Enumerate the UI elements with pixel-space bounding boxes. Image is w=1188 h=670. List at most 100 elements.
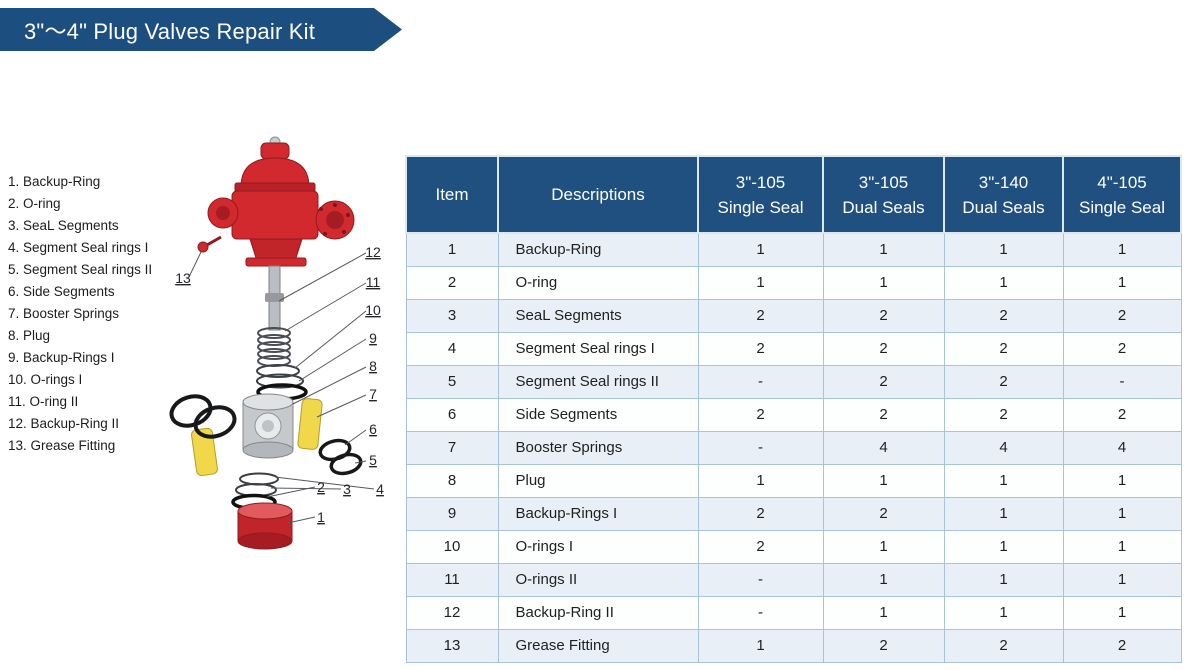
callout-5: 5 (369, 452, 377, 468)
parts-list-item: 3. SeaL Segments (8, 218, 119, 233)
quantity-cell: 1 (822, 463, 945, 498)
item-number-cell: 5 (405, 364, 499, 399)
booster-spring (257, 327, 291, 367)
callout-7: 7 (369, 386, 377, 402)
quantity-cell: 2 (697, 529, 824, 564)
quantity-cell: 2 (943, 397, 1064, 432)
callout-11: 11 (366, 274, 381, 290)
quantity-cell: 1 (1062, 232, 1182, 267)
column-header-2: Descriptions (497, 155, 699, 234)
callout-4: 4 (376, 481, 384, 497)
quantity-cell: 1 (1062, 529, 1182, 564)
quantity-cell: 1 (822, 595, 945, 630)
item-number-cell: 2 (405, 265, 499, 300)
parts-list-item: 11. O-ring II (8, 394, 79, 409)
parts-list-item: 13. Grease Fitting (8, 438, 116, 453)
quantity-cell: 1 (697, 265, 824, 300)
quantity-cell: 1 (1062, 463, 1182, 498)
description-cell: Plug (497, 463, 699, 498)
quantity-cell: 2 (1062, 298, 1182, 333)
quantity-cell: 2 (697, 331, 824, 366)
callout-13: 13 (175, 270, 191, 286)
parts-list-item: 12. Backup-Ring II (8, 416, 120, 431)
item-number-cell: 3 (405, 298, 499, 333)
description-cell: Backup-Rings I (497, 496, 699, 531)
callout-8: 8 (369, 358, 377, 374)
description-cell: Grease Fitting (497, 628, 699, 663)
callout-3: 3 (343, 481, 351, 497)
callout-10: 10 (365, 302, 381, 318)
parts-list-item: 6. Side Segments (8, 284, 115, 299)
side-segment-left (191, 427, 218, 477)
quantity-cell: 1 (822, 232, 945, 267)
quantity-cell: 1 (943, 595, 1064, 630)
o-rings-right (318, 438, 363, 476)
item-number-cell: 7 (405, 430, 499, 465)
parts-list-item: 7. Booster Springs (8, 306, 120, 321)
quantity-cell: 2 (822, 628, 945, 663)
parts-list-item: 8. Plug (8, 328, 51, 343)
quantity-cell: 2 (1062, 397, 1182, 432)
column-header-1: Item (405, 155, 499, 234)
parts-list-item: 1. Backup-Ring (8, 174, 101, 189)
description-cell: SeaL Segments (497, 298, 699, 333)
quantity-cell: 2 (822, 364, 945, 399)
lower-seal-rings (231, 472, 279, 511)
quantity-cell: 2 (943, 628, 1064, 663)
quantity-cell: - (1062, 364, 1182, 399)
quantity-cell: 1 (943, 496, 1064, 531)
quantity-cell: 1 (1062, 562, 1182, 597)
quantity-cell: 1 (943, 529, 1064, 564)
item-number-cell: 1 (405, 232, 499, 267)
quantity-cell: 2 (943, 331, 1064, 366)
description-cell: O-rings II (497, 562, 699, 597)
description-cell: Side Segments (497, 397, 699, 432)
description-cell: O-ring (497, 265, 699, 300)
item-number-cell: 12 (405, 595, 499, 630)
parts-list-item: 4. Segment Seal rings I (8, 240, 149, 255)
quantity-cell: 1 (697, 232, 824, 267)
callout-2: 2 (317, 479, 325, 495)
quantity-cell: 2 (822, 298, 945, 333)
description-cell: Backup-Ring II (497, 595, 699, 630)
callout-6: 6 (369, 421, 377, 437)
item-number-cell: 6 (405, 397, 499, 432)
description-cell: Booster Springs (497, 430, 699, 465)
quantity-cell: - (697, 595, 824, 630)
item-number-cell: 13 (405, 628, 499, 663)
item-number-cell: 4 (405, 331, 499, 366)
page-title: 3"～4" Plug Valves Repair Kit (24, 18, 316, 44)
quantity-cell: - (697, 562, 824, 597)
description-cell: Segment Seal rings II (497, 364, 699, 399)
quantity-cell: 1 (822, 562, 945, 597)
callout-9: 9 (369, 330, 377, 346)
valve-actuator-body (207, 136, 355, 267)
parts-list-item: 2. O-ring (8, 196, 61, 211)
callout-12: 12 (365, 244, 381, 260)
bottom-cap (237, 502, 293, 550)
quantity-cell: 1 (697, 628, 824, 663)
quantity-cell: 4 (943, 430, 1064, 465)
parts-list-item: 9. Backup-Rings I (8, 350, 115, 365)
quantity-cell: 2 (1062, 628, 1182, 663)
grease-fitting (197, 235, 222, 253)
item-number-cell: 11 (405, 562, 499, 597)
quantity-cell: 1 (943, 562, 1064, 597)
parts-list-item: 10. O-rings I (8, 372, 83, 387)
quantity-cell: 1 (943, 232, 1064, 267)
valve-stem (265, 265, 284, 331)
